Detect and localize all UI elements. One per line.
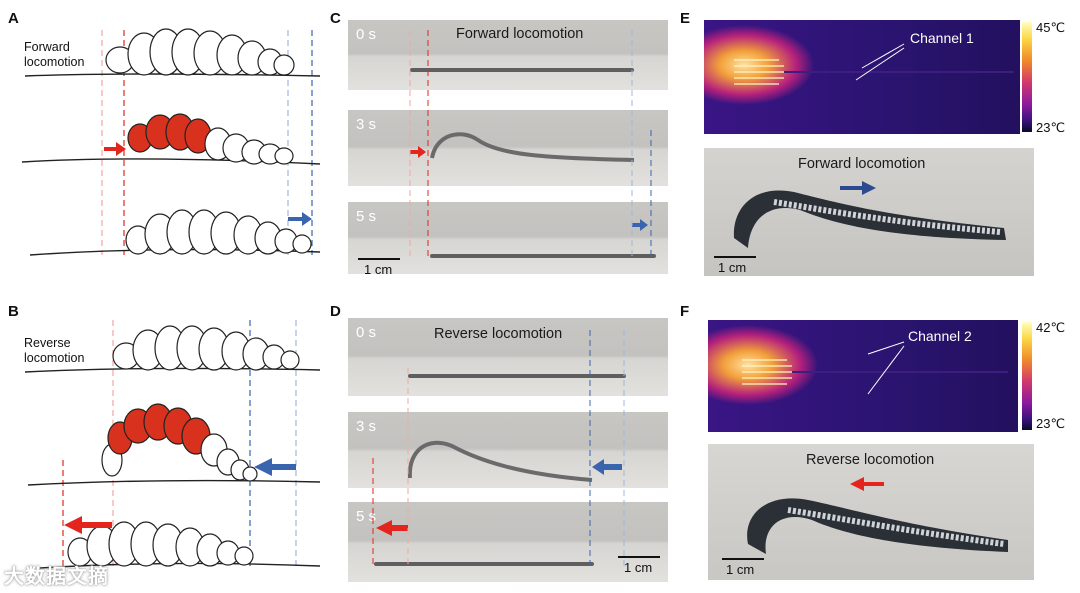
panel-label-a: A — [8, 10, 19, 27]
temp-max-label: 42℃ — [1036, 320, 1066, 335]
panel-d-frame-0s: 0 s Reverse locomotion — [348, 318, 668, 396]
panel-e-photo: Forward locomotion 1 cm — [704, 148, 1034, 276]
panel-d-frame-5s: 5 s — [348, 502, 668, 582]
temp-min-label: 23℃ — [1036, 416, 1066, 431]
panel-d-scale-label: 1 cm — [624, 560, 653, 575]
actuator-strip — [410, 68, 634, 72]
panel-label-e: E — [680, 10, 691, 27]
colorbar — [1022, 322, 1032, 430]
panel-c-title: Forward locomotion — [456, 26, 584, 42]
panel-b-caption: Reverse locomotion — [24, 336, 85, 365]
panel-c-frame-0s: 0 s Forward locomotion — [348, 20, 668, 90]
scale-bar — [714, 256, 756, 258]
panel-f-photo-title: Reverse locomotion — [806, 452, 935, 468]
scale-bar — [358, 258, 400, 260]
actuator-strip-bent — [407, 440, 622, 482]
panel-c-frame-5s: 5 s — [348, 202, 668, 274]
panel-a-caption: Forward locomotion — [24, 40, 85, 69]
channel-2-label: Channel 2 — [908, 328, 972, 344]
panel-b-caterpillar-illustration — [24, 320, 320, 569]
actuator-strip — [430, 254, 656, 258]
panel-e-scale-label: 1 cm — [718, 260, 747, 275]
panel-d-guide-lines — [372, 330, 625, 568]
panel-d-title: Reverse locomotion — [434, 326, 563, 342]
panel-label-c: C — [330, 10, 341, 27]
panel-c-scale-label: 1 cm — [364, 262, 393, 277]
panel-a-caterpillar-illustration — [21, 28, 320, 256]
watermark: 大数据文摘 — [4, 566, 109, 588]
colorbar — [1022, 22, 1032, 132]
panel-f-photo: Reverse locomotion 1 cm — [708, 444, 1034, 580]
channel-1-label: Channel 1 — [910, 30, 974, 46]
panel-label-d: D — [330, 303, 341, 320]
scale-bar — [722, 558, 764, 560]
panel-label-f: F — [680, 303, 690, 320]
panel-e-thermal-image: Channel 1 — [704, 20, 1020, 134]
panel-e-photo-title: Forward locomotion — [798, 156, 926, 172]
actuator-strip — [408, 374, 626, 378]
scale-bar — [618, 556, 660, 558]
panel-d-frame-3s: 3 s — [348, 412, 668, 488]
temp-max-label: 45℃ — [1036, 20, 1066, 35]
panel-label-b: B — [8, 303, 19, 320]
actuator-strip-bent — [410, 132, 635, 162]
panel-f-thermal-image: Channel 2 — [708, 320, 1018, 432]
panel-f-scale-label: 1 cm — [726, 562, 755, 577]
panel-c-guide-lines — [409, 30, 652, 256]
panel-c-frame-3s: 3 s — [348, 110, 668, 186]
actuator-strip — [374, 562, 594, 566]
temp-min-label: 23℃ — [1036, 120, 1066, 135]
